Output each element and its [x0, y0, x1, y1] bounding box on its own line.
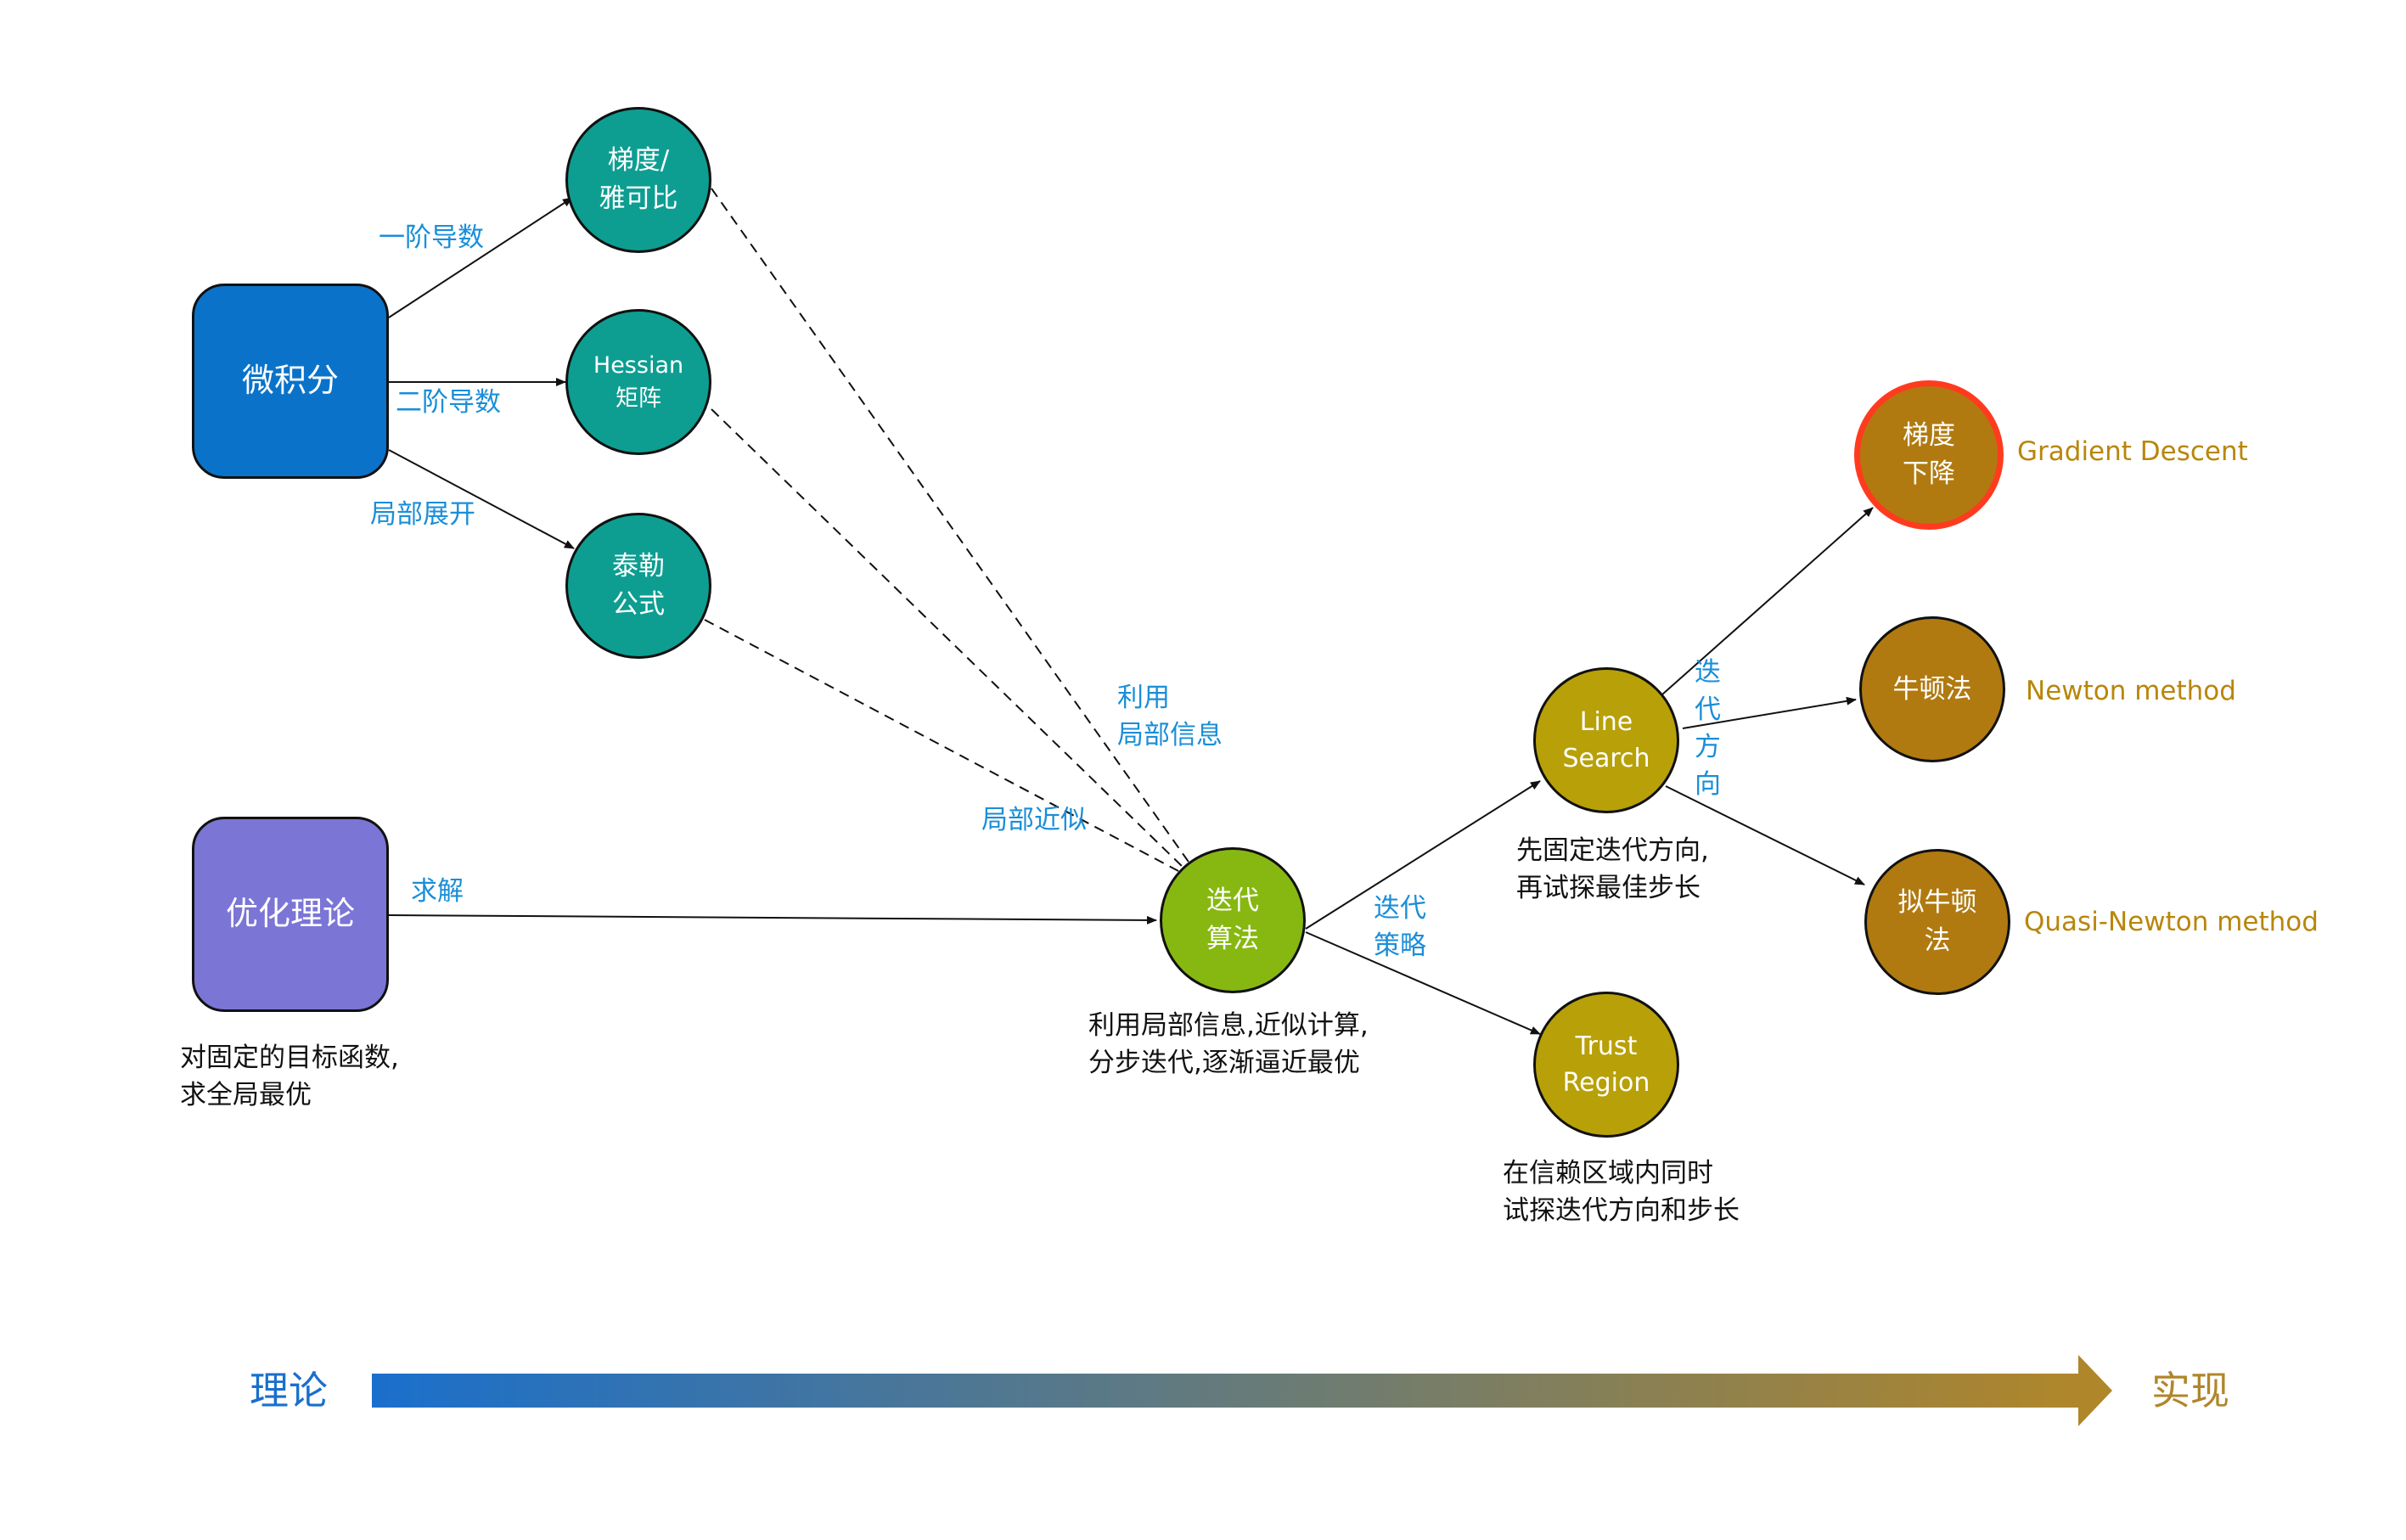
desc-line-search-2: 再试探最佳步长: [1516, 873, 1701, 903]
desc-optimization-2: 求全局最优: [180, 1080, 312, 1110]
edge-iterative-trustregion: [1305, 931, 1541, 1035]
node-trust-region: Trust Region: [1533, 992, 1679, 1138]
method-gradient-descent: Gradient Descent: [2017, 436, 2248, 467]
desc-trust-region-2: 试探迭代方向和步长: [1503, 1195, 1740, 1226]
edge-calculus-taylor: [388, 449, 575, 549]
edge-linesearch-gradientdescent: [1661, 507, 1874, 695]
label-iter-strategy-2: 策略: [1374, 930, 1426, 961]
label-iter-direction-2: 代: [1695, 694, 1721, 725]
node-iterative-line1: 迭代: [1206, 885, 1259, 917]
label-iter-direction-3: 方: [1695, 732, 1721, 762]
node-gradient-descent-line2: 下降: [1903, 458, 1955, 489]
axis-start-label: 理论: [250, 1368, 328, 1414]
edge-linesearch-quasinewton: [1665, 785, 1865, 885]
edge-calculus-gradient: [388, 197, 573, 318]
label-iter-strategy-1: 迭代: [1374, 893, 1426, 924]
node-line-search-line1: Line: [1579, 706, 1633, 737]
node-quasi-newton-line1: 拟牛顿: [1897, 887, 1977, 919]
node-iterative: 迭代 算法: [1160, 847, 1306, 993]
label-iter-direction-1: 迭: [1695, 657, 1721, 688]
node-gradient-jacobian-line2: 雅可比: [599, 183, 678, 214]
desc-trust-region-1: 在信赖区域内同时: [1503, 1158, 1713, 1189]
desc-line-search-1: 先固定迭代方向,: [1516, 835, 1709, 866]
node-gradient-descent-line1: 梯度: [1903, 420, 1955, 452]
edge-hessian-iterative-dashed: [711, 408, 1184, 868]
node-quasi-newton: 拟牛顿 法: [1864, 849, 2010, 995]
node-iterative-line2: 算法: [1206, 924, 1259, 954]
node-optimization-label: 优化理论: [225, 895, 355, 933]
node-hessian: Hessian 矩阵: [565, 309, 711, 455]
node-gradient-jacobian-line1: 梯度/: [607, 145, 670, 177]
node-taylor-line1: 泰勒: [612, 551, 665, 582]
edge-iterative-linesearch: [1305, 780, 1541, 930]
label-local-approx: 局部近似: [981, 805, 1087, 835]
method-newton: Newton method: [2026, 676, 2236, 706]
label-solve: 求解: [411, 876, 464, 907]
node-newton-label: 牛顿法: [1892, 673, 1972, 705]
theory-practice-arrow-head: [2078, 1355, 2112, 1426]
node-quasi-newton-line2: 法: [1924, 925, 1951, 956]
desc-optimization-1: 对固定的目标函数,: [180, 1043, 399, 1073]
node-newton: 牛顿法: [1859, 616, 2005, 762]
node-taylor: 泰勒 公式: [565, 513, 711, 659]
node-calculus: 微积分: [192, 284, 389, 479]
edge-linesearch-newton: [1682, 696, 1857, 729]
label-first-derivative: 一阶导数: [379, 222, 484, 253]
node-gradient-jacobian: 梯度/ 雅可比: [565, 107, 711, 253]
node-optimization: 优化理论: [192, 817, 389, 1012]
node-hessian-line1: Hessian: [593, 351, 684, 379]
edge-gradient-iterative-dashed: [711, 188, 1191, 865]
label-second-derivative: 二阶导数: [396, 387, 501, 418]
label-local-expansion: 局部展开: [370, 499, 475, 530]
method-quasi-newton: Quasi-Newton method: [2024, 907, 2319, 937]
desc-iterative-2: 分步迭代,逐渐逼近最优: [1088, 1048, 1360, 1078]
edge-optimization-iterative: [388, 914, 1157, 925]
desc-iterative-1: 利用局部信息,近似计算,: [1088, 1010, 1369, 1041]
node-hessian-line2: 矩阵: [616, 385, 661, 412]
edge-taylor-iterative-dashed: [704, 619, 1179, 872]
theory-practice-arrow-bar: [372, 1374, 2082, 1408]
node-trust-region-line2: Region: [1562, 1068, 1650, 1098]
node-trust-region-line1: Trust: [1575, 1031, 1638, 1061]
label-use-local-info-2: 局部信息: [1117, 720, 1223, 750]
node-taylor-line2: 公式: [612, 589, 665, 620]
node-calculus-label: 微积分: [241, 362, 339, 400]
node-line-search: Line Search: [1533, 667, 1679, 813]
label-use-local-info-1: 利用: [1117, 683, 1170, 713]
node-line-search-line2: Search: [1562, 744, 1650, 773]
label-iter-direction-4: 向: [1695, 769, 1721, 800]
axis-end-label: 实现: [2151, 1368, 2229, 1414]
node-gradient-descent: 梯度 下降: [1854, 380, 2004, 530]
